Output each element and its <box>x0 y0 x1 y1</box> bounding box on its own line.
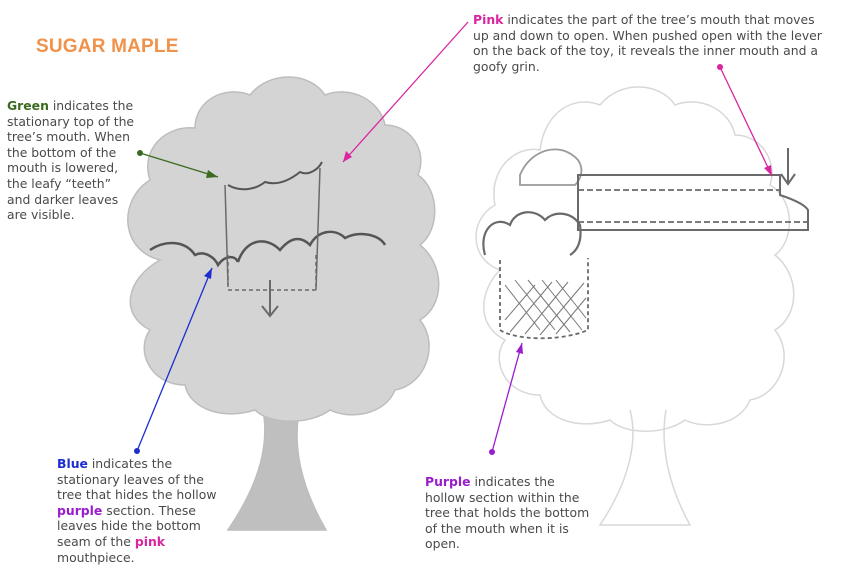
annotation-blue-text-3: mouthpiece. <box>57 549 135 565</box>
annotation-pink: Pink indicates the part of the tree’s mo… <box>473 12 833 74</box>
pink-leader-left <box>342 21 469 163</box>
annotation-purple-keyword: Purple <box>425 474 471 489</box>
right-tree <box>475 86 795 526</box>
annotation-blue-text-1: indicates the stationary leaves of the t… <box>57 456 217 503</box>
annotation-green-keyword: Green <box>7 98 49 113</box>
pink-leader-right <box>717 64 773 177</box>
annotation-pink-text: indicates the part of the tree’s mouth t… <box>473 12 822 74</box>
annotation-blue-keyword: Blue <box>57 456 88 471</box>
annotation-pink-keyword: Pink <box>473 12 504 27</box>
annotation-green: Green indicates the stationary top of th… <box>7 98 137 223</box>
left-tree-guides <box>224 167 321 318</box>
purple-leader <box>489 342 523 455</box>
right-tree-trunk <box>598 409 692 526</box>
annotation-blue-pink-word: pink <box>134 533 166 549</box>
left-tree-trunk <box>226 404 328 531</box>
annotation-purple-text: indicates the hollow section within the … <box>425 474 590 552</box>
right-tree-parts <box>482 148 809 340</box>
annotation-purple: Purple indicates the hollow section with… <box>425 474 595 552</box>
annotation-green-text: indicates the stationary top of the tree… <box>7 98 135 223</box>
green-leader <box>137 150 219 178</box>
annotation-blue: Blue indicates the stationary leaves of … <box>57 456 232 565</box>
left-tree-mouth <box>149 161 387 268</box>
right-tree-crosshatch <box>504 279 587 336</box>
annotation-blue-text-2: section. These leaves hide the bottom se… <box>57 502 201 549</box>
left-tree-canopy <box>127 76 440 422</box>
page-title: SUGAR MAPLE <box>36 36 179 57</box>
blue-leader <box>134 267 213 454</box>
right-tree-canopy <box>475 86 795 432</box>
left-tree <box>127 76 440 531</box>
annotation-blue-purple-word: purple <box>57 502 103 518</box>
